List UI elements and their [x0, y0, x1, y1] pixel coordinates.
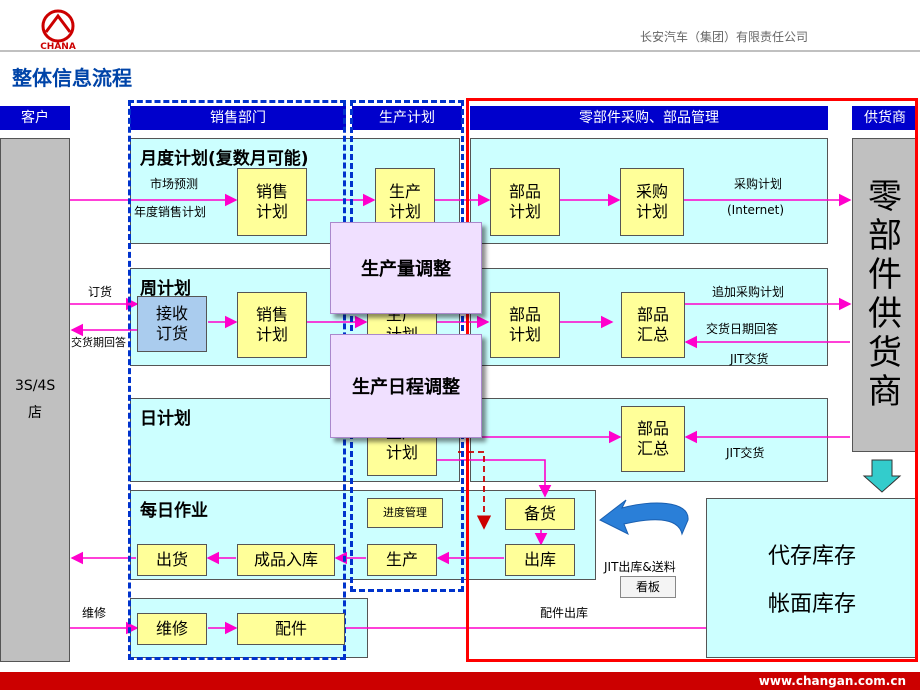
overlay-schedule-adjust: 生产日程调整: [330, 334, 482, 438]
label-market-forecast: 市场预测: [150, 177, 199, 191]
footer-bar: [0, 672, 920, 690]
label-delivery-date-reply: 交货日期回答: [706, 322, 779, 336]
box-stock-prep: 备货: [505, 498, 575, 530]
logo: CHANA: [34, 8, 82, 52]
label-jit-delivery-2: JIT交货: [726, 446, 765, 460]
chana-logo-icon: [41, 9, 75, 43]
warehouse-box: 代存库存 帐面库存: [706, 498, 918, 658]
label-internet: (Internet): [727, 203, 785, 217]
box-parts-summary-weekly: 部品汇总: [621, 292, 685, 358]
column-header-customer: 客户: [0, 106, 70, 130]
footer-url: www.changan.com.cn: [758, 674, 906, 688]
label-jit-delivery-1: JIT交货: [730, 352, 769, 366]
page-title: 整体信息流程: [12, 66, 132, 90]
arrow-daily-3: [436, 459, 552, 498]
label-annual-sales-plan: 年度销售计划: [134, 205, 207, 219]
box-spare-parts: 配件: [237, 613, 345, 645]
customer-store-label: 3S/4S店: [15, 378, 56, 421]
box-shipping: 出货: [137, 544, 207, 576]
box-parts-plan-weekly: 部品计划: [490, 292, 560, 358]
red-dashed-arrow: [458, 451, 492, 530]
label-additional-purchase: 追加采购计划: [712, 285, 785, 299]
label-order: 订货: [88, 285, 113, 299]
column-header-parts: 零部件采购、部品管理: [470, 106, 828, 130]
customer-store-box: 3S/4S店: [0, 138, 70, 662]
box-production: 生产: [367, 544, 437, 576]
blue-curved-arrow: [599, 499, 689, 536]
box-purchase-plan: 采购计划: [620, 168, 684, 236]
kanban-box: 看板: [620, 576, 676, 598]
column-header-sales: 销售部门: [130, 106, 346, 130]
box-repair: 维修: [137, 613, 207, 645]
label-delivery-reply: 交货期回答: [71, 336, 126, 349]
box-finished-goods-in: 成品入库: [237, 544, 335, 576]
kanban-label: 看板: [635, 580, 660, 594]
down-arrow-supplier: [862, 459, 902, 493]
supplier-label: 零部件供货商: [868, 176, 902, 413]
overlay-volume-adjust: 生产量调整: [330, 222, 482, 314]
box-parts-summary-daily: 部品汇总: [621, 406, 685, 472]
box-parts-plan-monthly: 部品计划: [490, 168, 560, 236]
logo-text: CHANA: [40, 42, 76, 52]
box-progress-mgmt: 进度管理: [367, 498, 443, 528]
section-daily-ops: 每日作业: [140, 501, 208, 521]
warehouse-line2: 帐面库存: [767, 592, 856, 617]
column-header-supplier: 供货商: [852, 106, 918, 130]
label-purchase-plan: 采购计划: [734, 177, 783, 191]
company-name: 长安汽车（集团）有限责任公司: [640, 30, 809, 44]
box-sales-plan-weekly: 销售计划: [237, 292, 307, 358]
label-jit-outbound: JIT出库&送料: [604, 560, 676, 574]
section-daily: 日计划: [140, 409, 191, 429]
label-repair: 维修: [82, 606, 107, 620]
box-receive-order: 接收订货: [137, 296, 207, 352]
label-parts-outbound: 配件出库: [540, 606, 589, 620]
section-weekly: 周计划: [140, 279, 191, 299]
header-divider: [0, 50, 920, 52]
section-monthly: 月度计划(复数月可能): [140, 149, 309, 169]
warehouse-line1: 代存库存: [767, 544, 856, 569]
box-outbound: 出库: [505, 544, 575, 576]
box-sales-plan-monthly: 销售计划: [237, 168, 307, 236]
column-header-production: 生产计划: [352, 106, 462, 130]
supplier-box: 零部件供货商: [852, 138, 918, 452]
